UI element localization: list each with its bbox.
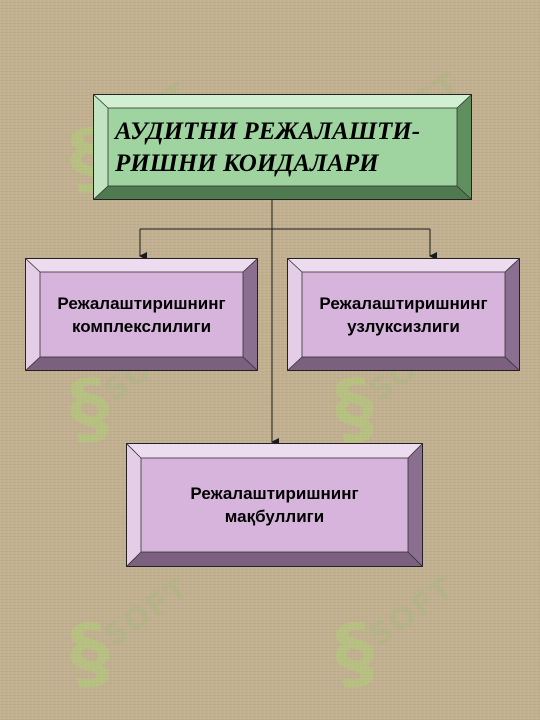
node-bottom-label: Режалаштиришнинг мақбуллиги	[190, 484, 359, 526]
title-box: АУДИТНИ РЕЖАЛАШТИ- РИШНИ КОИДАЛАРИ	[93, 94, 472, 200]
diagram-title: АУДИТНИ РЕЖАЛАШТИ- РИШНИ КОИДАЛАРИ	[115, 118, 421, 177]
node-left-bevel	[25, 258, 258, 371]
title-box-bevel	[93, 94, 472, 200]
node-bottom-bevel	[126, 443, 423, 567]
node-right-bevel	[287, 258, 520, 371]
node-left-box: Режалаштиришнинг комплекслилиги	[25, 258, 258, 371]
node-bottom-box: Режалаштиришнинг мақбуллиги	[126, 443, 423, 567]
node-right-box: Режалаштиришнинг узлуксизлиги	[287, 258, 520, 371]
node-left-label: Режалаштиришнинг комплекслилиги	[57, 293, 226, 336]
node-right-label: Режалаштиришнинг узлуксизлиги	[319, 293, 488, 336]
